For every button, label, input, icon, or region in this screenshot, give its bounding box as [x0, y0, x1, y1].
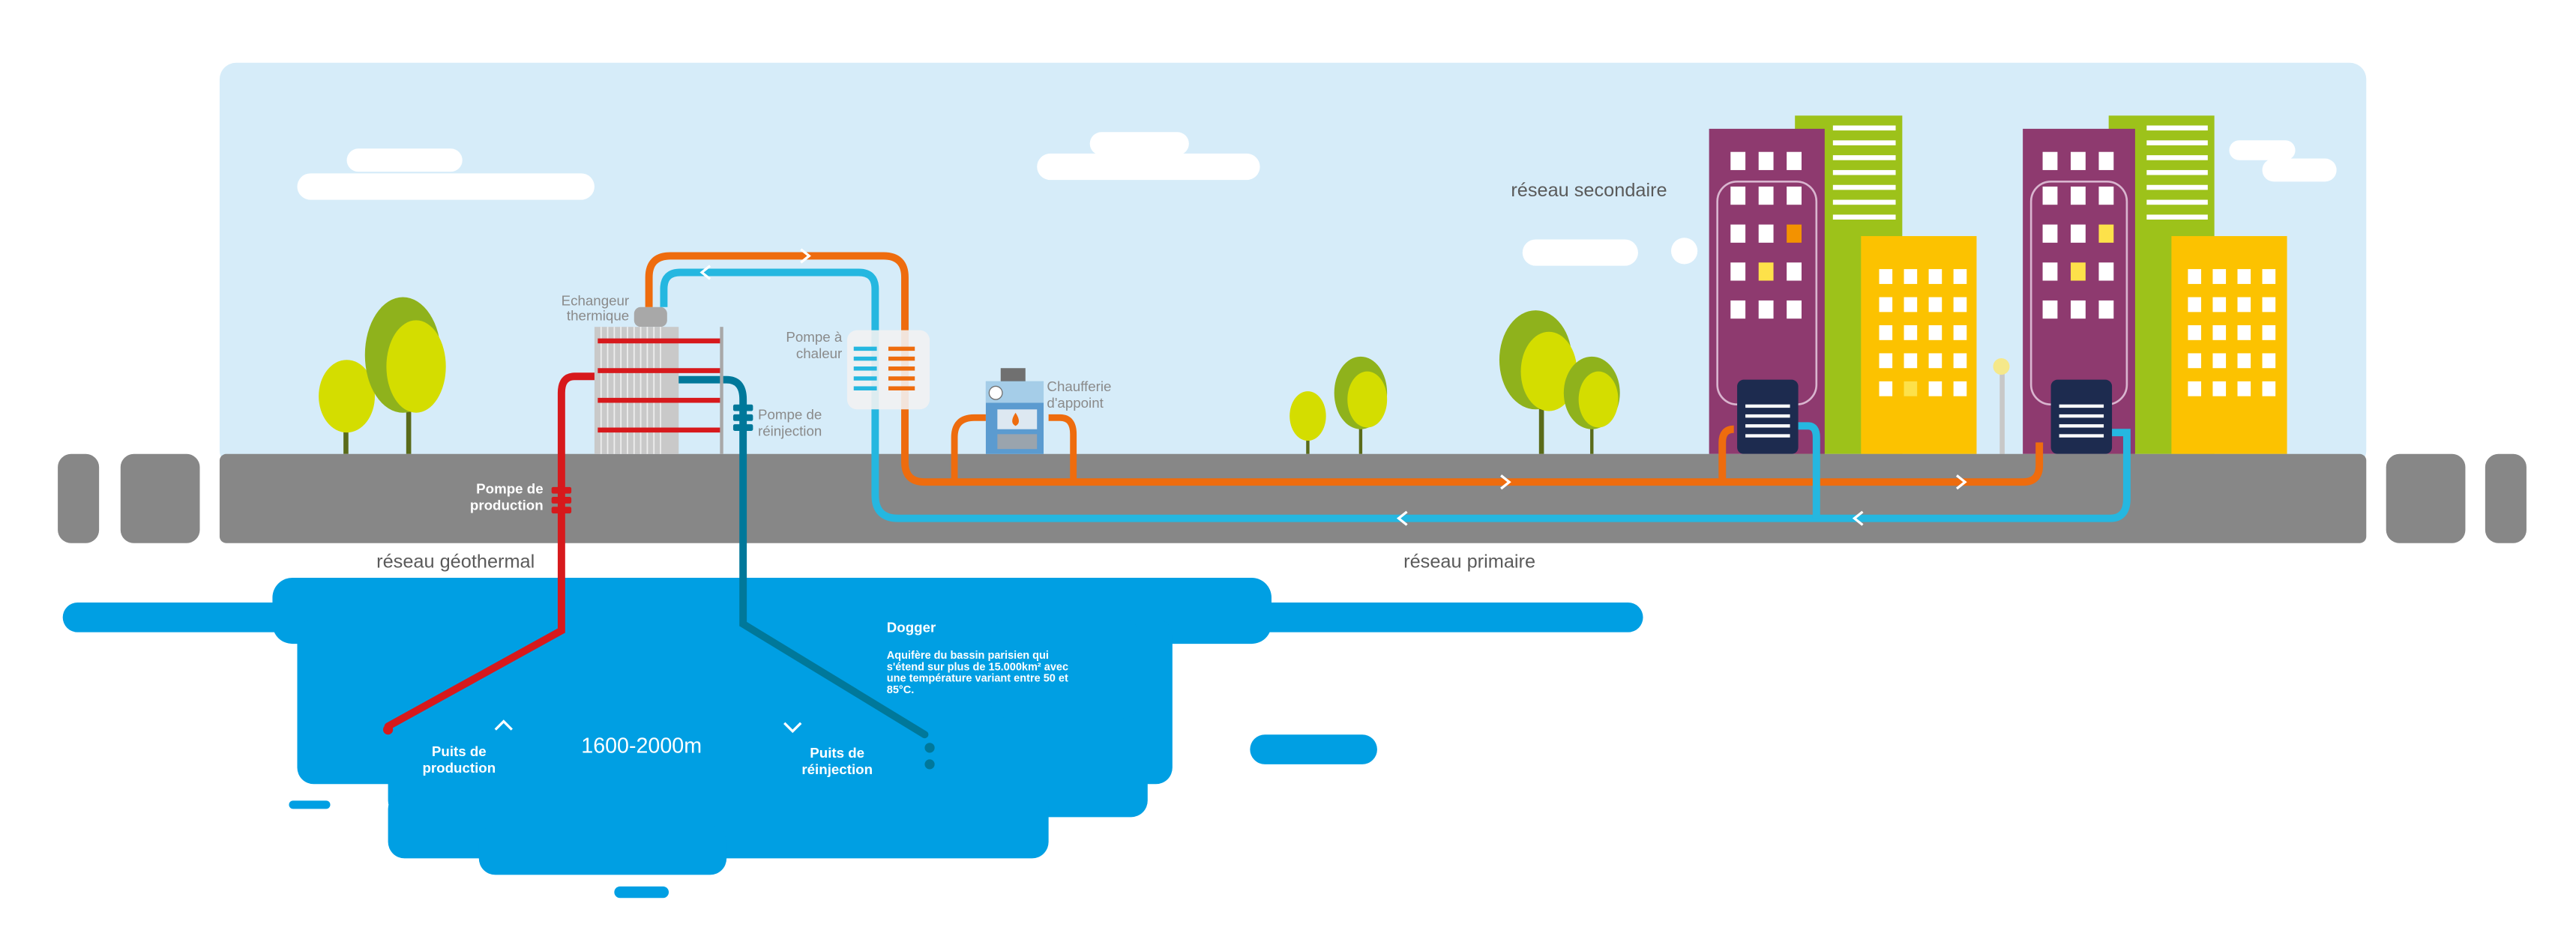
clouds	[297, 132, 2337, 266]
label-dogger: Dogger	[887, 620, 936, 635]
aquifer	[62, 577, 1643, 899]
reinjection-pump-icon	[732, 404, 753, 431]
production-well-icon	[382, 724, 394, 735]
heat-exchanger-icon	[594, 307, 723, 454]
heat-pump-icon	[846, 330, 930, 410]
label-reseau-secondaire: réseau secondaire	[1511, 180, 1667, 201]
trees	[319, 297, 2010, 454]
label-reseau-geothermal: réseau géothermal	[376, 552, 535, 573]
reinjection-well-icon	[924, 743, 935, 753]
buildings-left	[1709, 115, 1977, 454]
production-pump-icon	[551, 486, 572, 514]
flow-arrows	[494, 248, 1967, 734]
geo-pipes	[384, 372, 929, 739]
label-depth: 1600-2000m	[581, 734, 702, 758]
buildings-right	[2023, 115, 2287, 454]
boiler-icon	[985, 368, 1044, 454]
ground	[58, 453, 2527, 543]
label-reseau-primaire: réseau primaire	[1403, 552, 1535, 573]
